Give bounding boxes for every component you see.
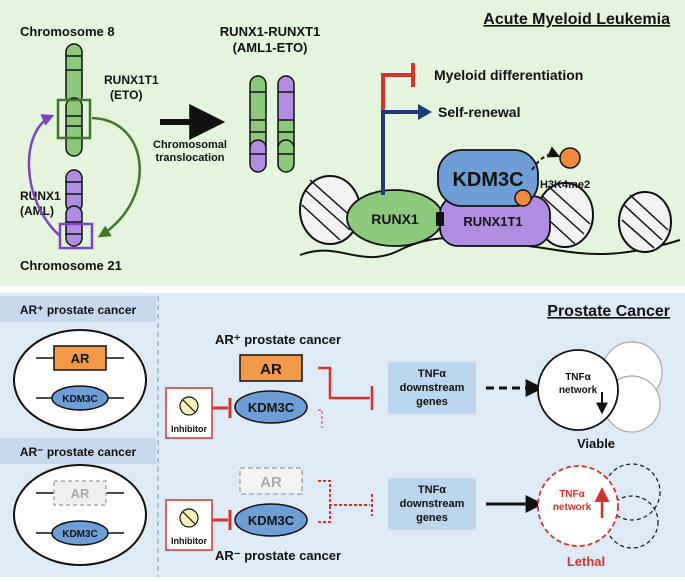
self-renewal-label: Self-renewal xyxy=(438,104,520,120)
inhibitor-label-top: Inhibitor xyxy=(171,424,207,434)
tnfa-genes-top-line2: downstream xyxy=(400,382,465,394)
ar-pos-ar-label: AR xyxy=(71,351,90,366)
aml-panel: Acute Myeloid Leukemia Chromosome 8 RUNX… xyxy=(0,0,685,286)
ar-neg-header-tab xyxy=(0,438,156,464)
fusion-label: RUNX1-RUNXT1 xyxy=(220,24,320,39)
tnfa-genes-bottom-line1: TNFα xyxy=(418,484,446,496)
translocation-label-1: Chromosomal xyxy=(153,139,227,151)
chromosome-8 xyxy=(56,43,92,157)
tnfa-genes-top-line3: genes xyxy=(416,396,448,408)
ar-neg-kdm3c-node xyxy=(234,503,308,537)
inhibitor-label-bottom: Inhibitor xyxy=(171,536,207,546)
eto-label: (ETO) xyxy=(110,88,142,102)
chromosome-21 xyxy=(58,169,94,250)
prostate-title: Prostate Cancer xyxy=(547,303,670,320)
ar-pos-kdm3c-node-label: KDM3C xyxy=(248,400,295,415)
tnfa-genes-bottom-line3: genes xyxy=(416,512,448,524)
ar-neg-kdm3c-node-label: KDM3C xyxy=(248,513,295,528)
network-top-line1: TNFα xyxy=(565,372,591,383)
runx1-protein-label: RUNX1 xyxy=(371,211,419,227)
ar-neg-mechanism-label: AR⁻ prostate cancer xyxy=(215,548,341,563)
ar-neg-header: AR⁻ prostate cancer xyxy=(20,445,137,459)
network-bottom-line2: network xyxy=(553,502,592,513)
self-renewal-arrowhead xyxy=(418,104,432,120)
ar-pos-ar-box xyxy=(53,345,107,371)
runx1t1-label: RUNX1T1 xyxy=(104,73,159,87)
prostate-panel: Prostate Cancer AR⁺ prostate cancer AR⁻ … xyxy=(0,293,685,577)
fusion-chromosome-a xyxy=(249,75,267,173)
runx1t1-protein-label: RUNX1T1 xyxy=(463,214,522,229)
chr8-breakpoint-box xyxy=(56,98,92,140)
tnfa-genes-bottom-line2: downstream xyxy=(400,498,465,510)
methyl-group-bound xyxy=(514,189,532,207)
runx1-label: RUNX1 xyxy=(20,189,61,203)
kdm3c-weak-link-top xyxy=(318,409,323,428)
fusion-chromosome-b xyxy=(277,75,295,173)
ar-neg-ar-box xyxy=(53,480,107,506)
network-bottom-line1: TNFα xyxy=(559,489,585,500)
ar-pos-kdm3c-node xyxy=(234,390,308,424)
nucleosome-1 xyxy=(299,175,361,245)
aml-gene-label: (AML) xyxy=(20,204,54,218)
fusion-alias-label: (AML1-ETO) xyxy=(233,40,308,55)
nucleosome-3 xyxy=(618,191,672,253)
network-top-line2: network xyxy=(559,385,598,396)
ar-pos-repression-line xyxy=(318,366,370,400)
ar-pos-cell xyxy=(13,329,147,431)
myeloid-differentiation-label: Myeloid differentiation xyxy=(434,67,583,83)
ar-pos-mechanism-label: AR⁺ prostate cancer xyxy=(215,332,341,347)
ar-pos-ar-node xyxy=(239,354,303,382)
translocation-label-2: translocation xyxy=(155,152,224,164)
tnfa-genes-top-line1: TNFα xyxy=(418,368,446,380)
ar-neg-kdm3c xyxy=(51,520,109,546)
ar-pos-header-tab xyxy=(0,296,156,322)
tnfa-genes-box-top xyxy=(388,362,476,414)
demethylation-arrow xyxy=(531,146,561,171)
ar-pos-kdm3c-label: KDM3C xyxy=(62,394,98,405)
ar-neg-ar-label: AR xyxy=(71,486,90,501)
aml-background xyxy=(0,0,685,286)
kdm3c-label: KDM3C xyxy=(452,169,523,191)
ar-neg-repression-line xyxy=(318,480,370,506)
chromosome-8-label: Chromosome 8 xyxy=(20,24,115,39)
lethal-label: Lethal xyxy=(567,554,605,569)
kdm3c-protein xyxy=(437,149,539,207)
chr21-to-chr8-arrow xyxy=(27,114,61,237)
ar-neg-cell xyxy=(13,464,147,566)
ar-neg-kdm3c-label: KDM3C xyxy=(62,529,98,540)
chromosome-21-label: Chromosome 21 xyxy=(20,258,122,273)
fusion-junction xyxy=(436,212,444,226)
ar-neg-ar-node-label: AR xyxy=(260,474,282,491)
aml-title: Acute Myeloid Leukemia xyxy=(483,11,670,28)
tnfa-genes-box-bottom xyxy=(388,478,476,530)
h3k4me2-label: H3K4me2 xyxy=(540,179,590,191)
ar-pos-ar-node-label: AR xyxy=(260,361,282,378)
kdm3c-weak-link-bottom xyxy=(318,505,331,523)
ar-pos-header: AR⁺ prostate cancer xyxy=(20,303,137,317)
self-renewal-activation-line xyxy=(381,110,420,195)
chr8-to-chr21-arrow xyxy=(91,116,141,238)
ar-neg-ar-node xyxy=(239,467,303,495)
viable-label: Viable xyxy=(577,436,615,451)
ar-pos-kdm3c xyxy=(51,385,109,411)
methyl-group-released xyxy=(559,147,581,169)
